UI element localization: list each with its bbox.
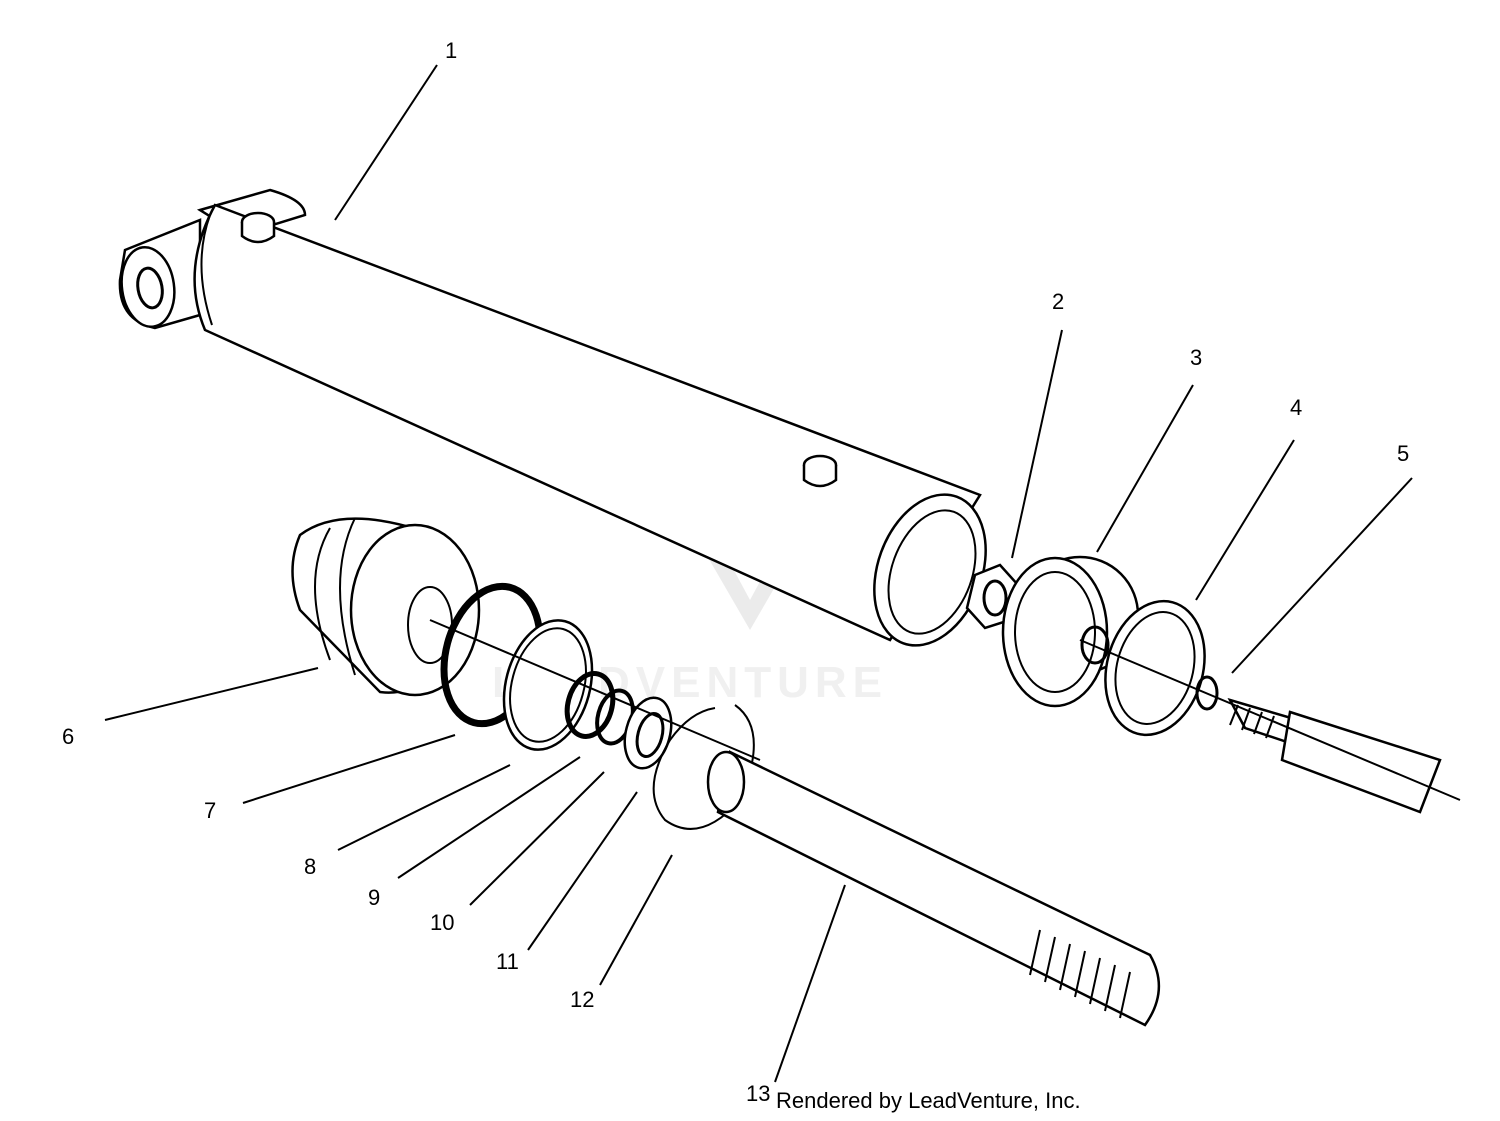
- cylinder-barrel: [118, 188, 987, 647]
- o-ring-small: [1195, 675, 1219, 711]
- footer-credit: Rendered by LeadVenture, Inc.: [776, 1088, 1081, 1113]
- gland: [291, 517, 481, 697]
- callout-4: 4: [1290, 395, 1302, 420]
- callout-3: 3: [1190, 345, 1202, 370]
- callout-1: 1: [445, 38, 457, 63]
- callout-11: 11: [496, 949, 519, 974]
- callout-5: 5: [1397, 441, 1409, 466]
- callout-2: 2: [1052, 289, 1064, 314]
- rod-seal: [564, 671, 616, 739]
- callout-9: 9: [368, 885, 380, 910]
- callout-8: 8: [304, 854, 316, 879]
- callout-13: 13: [746, 1081, 770, 1106]
- retaining-ring: [652, 704, 755, 830]
- leader-lines: [104, 64, 1413, 1083]
- piston-rod: [706, 750, 1161, 1027]
- callout-7: 7: [204, 798, 216, 823]
- callout-10: 10: [430, 910, 454, 935]
- callout-6: 6: [62, 724, 74, 749]
- callout-12: 12: [570, 987, 594, 1012]
- callout-labels: 1 2 3 4 5 6 7 8 9 10 11 12 13: [62, 38, 1409, 1106]
- piston: [1001, 555, 1140, 708]
